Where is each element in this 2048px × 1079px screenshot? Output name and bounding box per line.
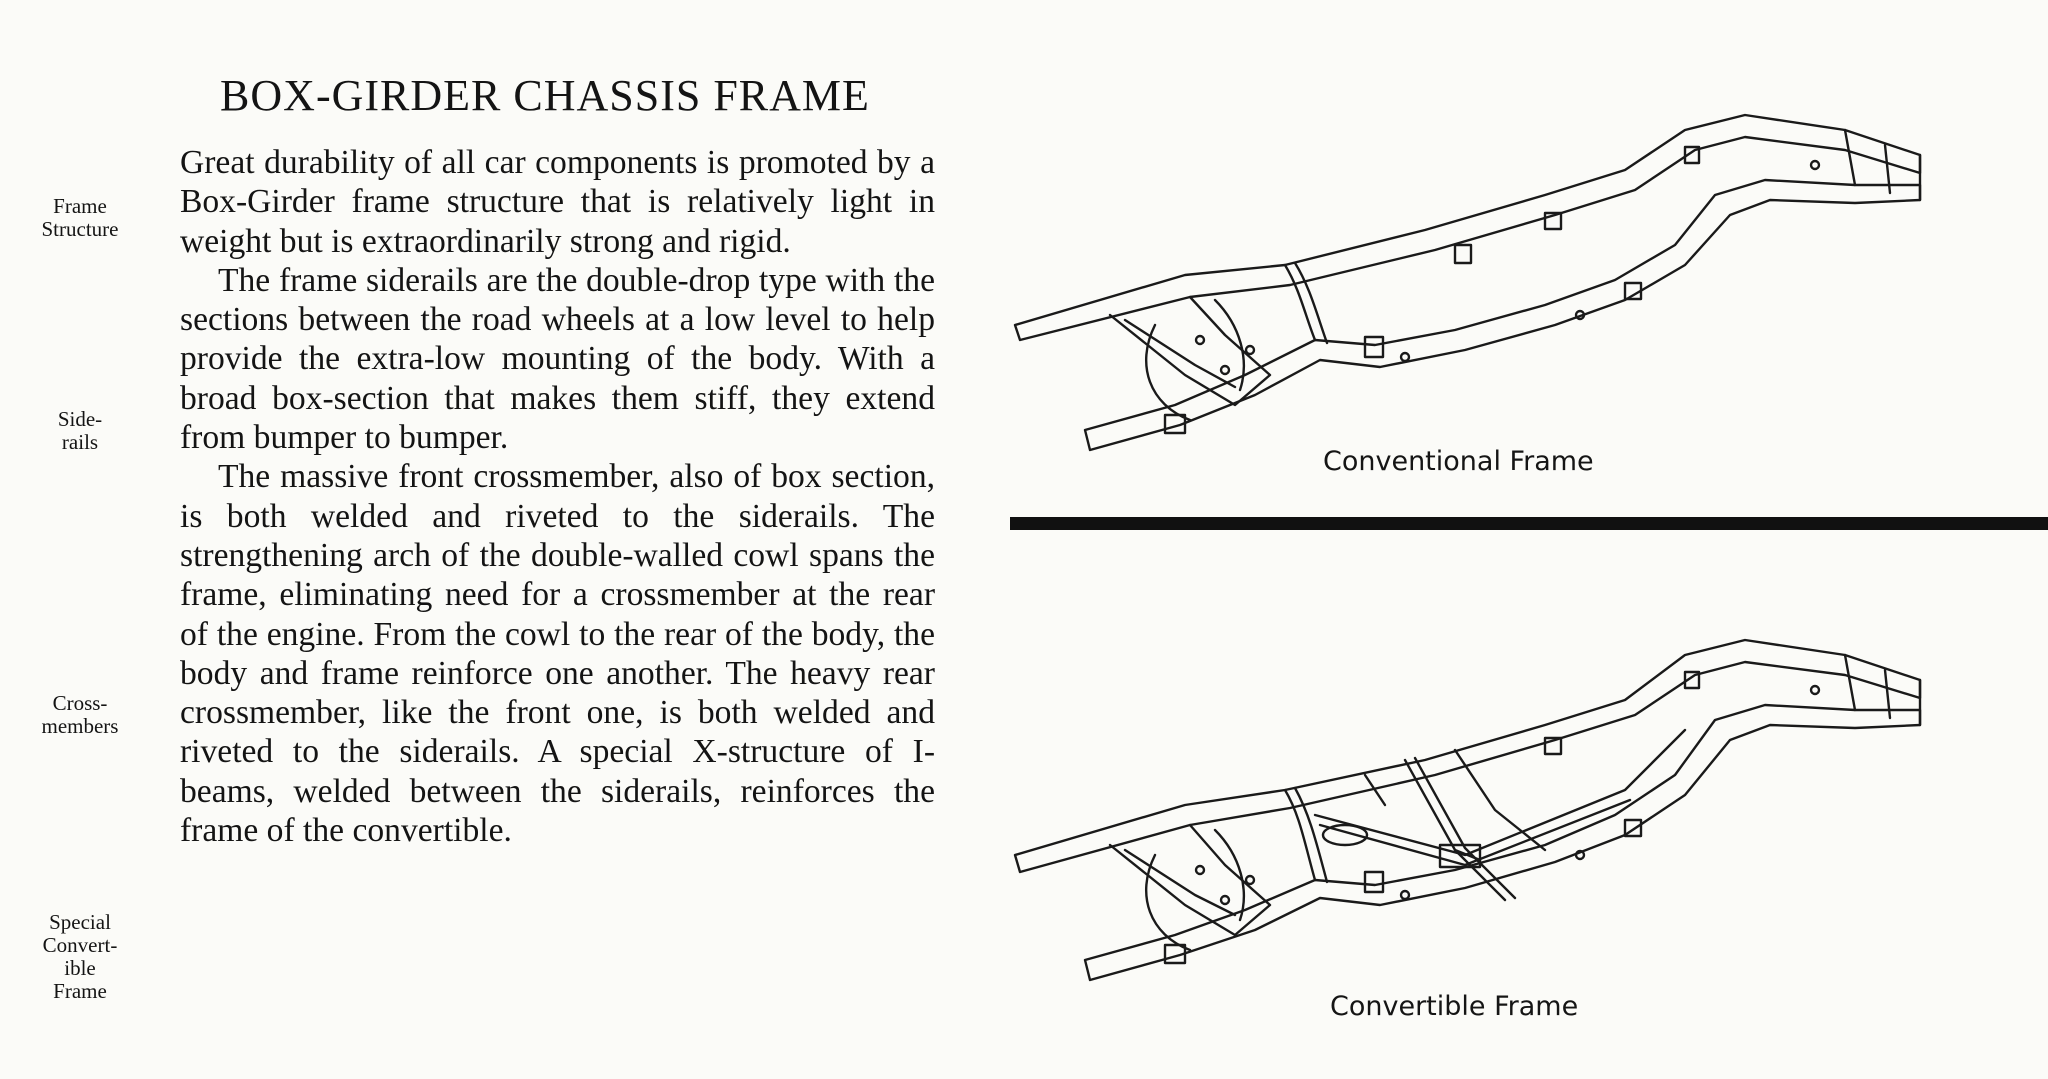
margin-note-frame-structure: Frame Structure	[41, 194, 119, 241]
margin-note-special-convertible-frame: Special Convert- ible Frame	[42, 910, 118, 1003]
conventional-frame-caption: Conventional Frame	[1323, 446, 1594, 477]
paragraph-crossmembers: The massive front crossmember, also of b…	[180, 458, 935, 850]
section-divider	[1010, 517, 2048, 530]
body-text: Great durability of all car components i…	[180, 143, 935, 850]
conventional-frame-illustration	[985, 75, 1945, 465]
convertible-frame-caption: Convertible Frame	[1330, 991, 1579, 1022]
margin-note-crossmembers: Cross- members	[41, 691, 119, 738]
page-title: BOX-GIRDER CHASSIS FRAME	[220, 71, 870, 120]
paragraph-siderails: The frame siderails are the double-drop …	[180, 261, 935, 457]
margin-note-siderails: Side- rails	[57, 407, 103, 454]
convertible-frame-illustration	[985, 610, 1945, 1030]
paragraph-frame-structure: Great durability of all car components i…	[180, 144, 935, 260]
